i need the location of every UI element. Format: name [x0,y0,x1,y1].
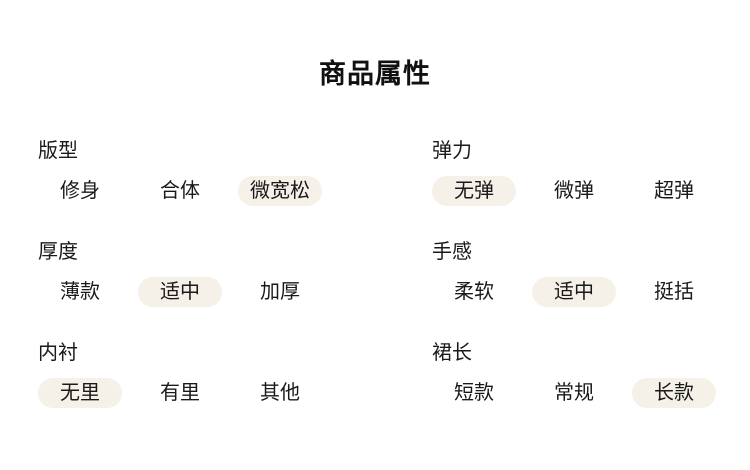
attribute-option[interactable]: 合体 [138,176,222,206]
attribute-options-row: 薄款 适中 加厚 [38,277,356,307]
attribute-group-4: 内衬 无里 有里 其他 [38,339,356,408]
attribute-group-5: 裙长 短款 常规 长款 [432,339,716,408]
attribute-options-row: 无里 有里 其他 [38,378,356,408]
attribute-option[interactable]: 无里 [38,378,122,408]
attribute-group-label: 版型 [38,140,78,162]
attribute-option[interactable]: 常规 [532,378,616,408]
attribute-group-label: 裙长 [432,342,472,364]
attribute-option[interactable]: 短款 [432,378,516,408]
attribute-group-label: 内衬 [38,342,78,364]
attribute-group-0: 版型 修身 合体 微宽松 [38,137,356,206]
attribute-option[interactable]: 适中 [532,277,616,307]
attribute-option[interactable]: 适中 [138,277,222,307]
attribute-group-1: 弹力 无弹 微弹 超弹 [432,137,716,206]
attribute-option[interactable]: 柔软 [432,277,516,307]
attribute-option[interactable]: 无弹 [432,176,516,206]
attribute-option[interactable]: 超弹 [632,176,716,206]
attribute-options-row: 短款 常规 长款 [432,378,716,408]
attribute-option[interactable]: 其他 [238,378,322,408]
attribute-group-label: 手感 [432,241,472,263]
attribute-option[interactable]: 微弹 [532,176,616,206]
attribute-options-row: 柔软 适中 挺括 [432,277,716,307]
attribute-group-2: 厚度 薄款 适中 加厚 [38,238,356,307]
attribute-group-label: 弹力 [432,140,472,162]
attribute-option[interactable]: 微宽松 [238,176,322,206]
attribute-group-3: 手感 柔软 适中 挺括 [432,238,716,307]
attribute-option[interactable]: 薄款 [38,277,122,307]
attribute-groups: 版型 修身 合体 微宽松 弹力 无弹 微弹 超弹 厚度 薄款 适中 加厚 手感 … [0,137,750,408]
product-attributes-panel: 商品属性 版型 修身 合体 微宽松 弹力 无弹 微弹 超弹 厚度 薄款 适中 加… [0,59,750,408]
page-title: 商品属性 [319,59,431,89]
attribute-options-row: 修身 合体 微宽松 [38,176,356,206]
attribute-options-row: 无弹 微弹 超弹 [432,176,716,206]
attribute-option[interactable]: 挺括 [632,277,716,307]
attribute-option[interactable]: 加厚 [238,277,322,307]
attribute-option[interactable]: 有里 [138,378,222,408]
attribute-group-label: 厚度 [38,241,78,263]
attribute-option[interactable]: 长款 [632,378,716,408]
attribute-option[interactable]: 修身 [38,176,122,206]
